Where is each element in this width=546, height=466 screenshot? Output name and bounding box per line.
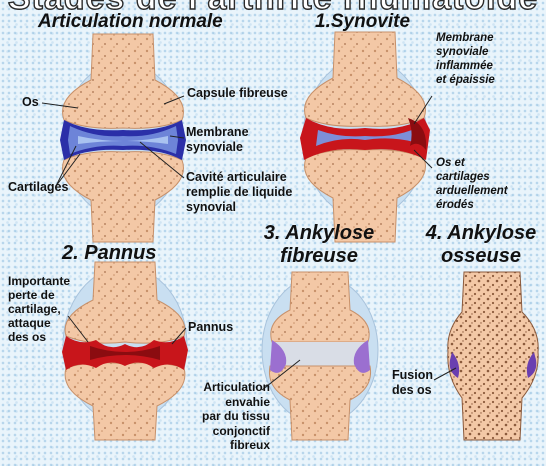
label-perte-cartilage: Importante perte de cartilage, attaque d… — [8, 274, 70, 344]
label-os: Os — [22, 95, 39, 109]
joint-synovite — [300, 32, 432, 242]
label-articulation-envahie: Articulation envahie par du tissu conjon… — [178, 380, 270, 453]
title-ankylose-osseuse: 4. Ankylose osseuse — [416, 222, 546, 268]
title-ankylose-fibreuse: 3. Ankylose fibreuse — [254, 222, 384, 268]
title-articulation-normale: Articulation normale — [38, 11, 223, 33]
lower-bone — [63, 152, 184, 242]
title-synovite: 1.Synovite — [315, 11, 410, 33]
joint-ankylose-osseuse — [434, 272, 538, 440]
label-fusion-des-os: Fusion des os — [392, 368, 433, 398]
label-cavite-articulaire: Cavité articulaire remplie de liquide sy… — [186, 170, 292, 215]
label-cartilages: Cartilages — [8, 180, 68, 194]
label-os-cartilages-erodes: Os et cartilages arduellement érodés — [436, 156, 508, 212]
joint-ankylose-fibreuse — [262, 272, 378, 440]
joint-normal — [42, 34, 186, 242]
title-pannus: 2. Pannus — [62, 242, 156, 265]
label-capsule-fibreuse: Capsule fibreuse — [187, 86, 288, 100]
upper-bone — [63, 34, 184, 128]
label-membrane-synoviale: Membrane synoviale — [186, 125, 249, 155]
label-pannus: Pannus — [188, 320, 233, 334]
label-membrane-inflammee: Membrane synoviale inflammée et épaissie — [436, 31, 495, 87]
fused-bone — [448, 272, 538, 440]
joint-pannus — [62, 262, 188, 440]
